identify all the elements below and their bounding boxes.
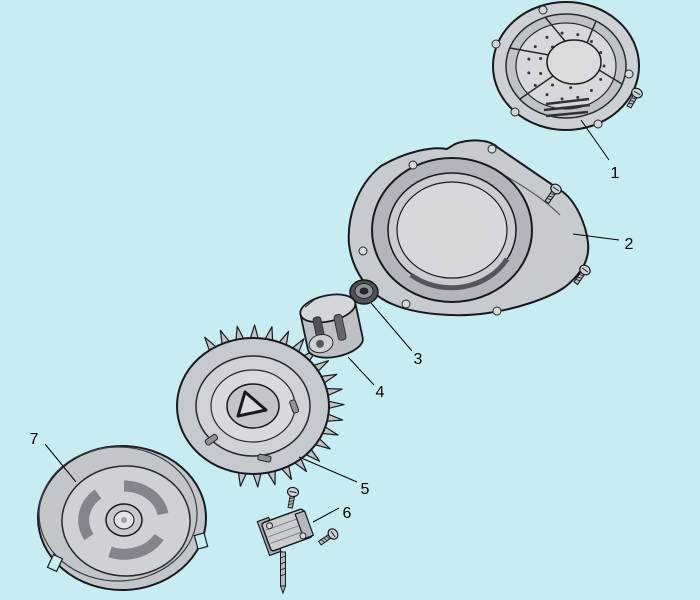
coil-body-group (256, 508, 315, 557)
starter-mesh-hole (589, 39, 593, 43)
rotor-rim-notch (46, 553, 64, 573)
blower-opening-shadow (409, 257, 510, 291)
stud-thread (280, 573, 286, 577)
bolt-hole (401, 299, 411, 309)
starter-mesh-hole (602, 64, 606, 68)
starter-spoke (519, 75, 554, 100)
starter-mesh-hole (545, 93, 549, 97)
part-blower-housing (347, 139, 593, 317)
rotor-spoke-opening (108, 533, 164, 560)
callout-leader-6 (312, 507, 340, 523)
part-ignition-coil (256, 486, 341, 595)
callout-label-4: 4 (376, 384, 385, 401)
flywheel-slot (204, 433, 219, 446)
callout-leader-5 (298, 456, 358, 483)
starter-mesh-hole (533, 83, 537, 87)
rotor-rim-notch (193, 532, 209, 550)
coil-mount-hole (299, 532, 307, 540)
screw-icon (316, 526, 341, 549)
starter-mount-ears (491, 5, 634, 129)
starter-mesh-hole (539, 56, 543, 60)
coil-stud (279, 551, 287, 595)
callout-leader-1 (580, 119, 610, 161)
callout-leader-7 (44, 443, 77, 483)
starter-mesh-hole (576, 33, 580, 37)
flywheel-taper-bore (236, 390, 268, 418)
starter-spoke (544, 16, 566, 42)
mount-hole (593, 119, 603, 129)
callout-leader-4 (347, 356, 375, 386)
vent-slat (545, 110, 589, 118)
starter-mesh-hole (589, 89, 593, 93)
starter-mesh-hole (533, 45, 537, 49)
screw-icon (284, 486, 300, 510)
starter-spoke (509, 47, 550, 56)
callouts: 1 2 3 4 5 6 7 (30, 119, 634, 523)
stud-thread (280, 555, 286, 559)
callout-label-5: 5 (361, 481, 370, 498)
part-flywheel-fan (176, 324, 345, 488)
vent-slat (543, 103, 591, 112)
flywheel-slot (289, 399, 300, 414)
starter-mesh-hole (551, 83, 554, 87)
vent-slat (545, 97, 590, 106)
rotor-spoke-opening (123, 480, 169, 516)
part-recoil-starter (491, 1, 645, 131)
mount-hole (538, 5, 548, 15)
cup-pawl-slot (333, 313, 347, 341)
bolt-hole (358, 246, 368, 256)
stud-thread (280, 567, 286, 571)
callout-label-1: 1 (611, 165, 620, 182)
callout-label-2: 2 (625, 236, 634, 253)
starter-mesh-hole (560, 97, 564, 101)
callout-label-3: 3 (414, 351, 423, 368)
mount-hole (624, 69, 634, 79)
callout-label-7: 7 (30, 431, 39, 448)
blower-opening-inner (396, 181, 508, 279)
blower-bolt-holes (358, 144, 502, 316)
starter-mesh-hole (569, 86, 573, 90)
starter-spokes (509, 16, 623, 100)
starter-mesh-hole (560, 31, 564, 35)
starter-mesh-hole (599, 77, 603, 81)
starter-center-opening (546, 39, 602, 85)
starter-mesh-hole (576, 95, 580, 99)
starter-spoke (598, 69, 623, 85)
starter-mesh-hole (527, 57, 531, 61)
callout-leader-2 (572, 233, 620, 241)
mount-hole (510, 107, 520, 117)
starter-vents (543, 97, 591, 118)
nut-bore (359, 287, 369, 295)
coil-mount-hole (265, 522, 273, 530)
starter-mesh-hole (545, 35, 549, 39)
cup-center-hole (316, 339, 325, 348)
stud-tip (279, 585, 287, 595)
part-flange-nut (349, 279, 379, 305)
rotor-bore-center (121, 517, 127, 523)
cup-top-notch (304, 298, 316, 308)
stud-thread (280, 561, 286, 565)
starter-mesh-holes (527, 31, 606, 101)
bolt-hole (408, 160, 418, 170)
bolt-hole (492, 306, 502, 316)
flywheel-slot (257, 453, 272, 463)
rotor-rim-lip (38, 446, 198, 582)
callout-label-6: 6 (343, 505, 352, 522)
starter-spoke (586, 20, 597, 44)
rotor-spoke-opening (78, 489, 102, 541)
starter-mesh-hole (527, 71, 531, 75)
starter-mesh-hole (599, 51, 603, 55)
callout-leader-3 (370, 302, 413, 352)
part-rotor-drum (37, 445, 209, 591)
starter-mesh-hole (539, 72, 543, 76)
part-starter-cup (299, 293, 364, 359)
coil-bobbin-right (294, 510, 315, 540)
mount-hole (491, 39, 501, 49)
bolt-hole (487, 144, 497, 154)
